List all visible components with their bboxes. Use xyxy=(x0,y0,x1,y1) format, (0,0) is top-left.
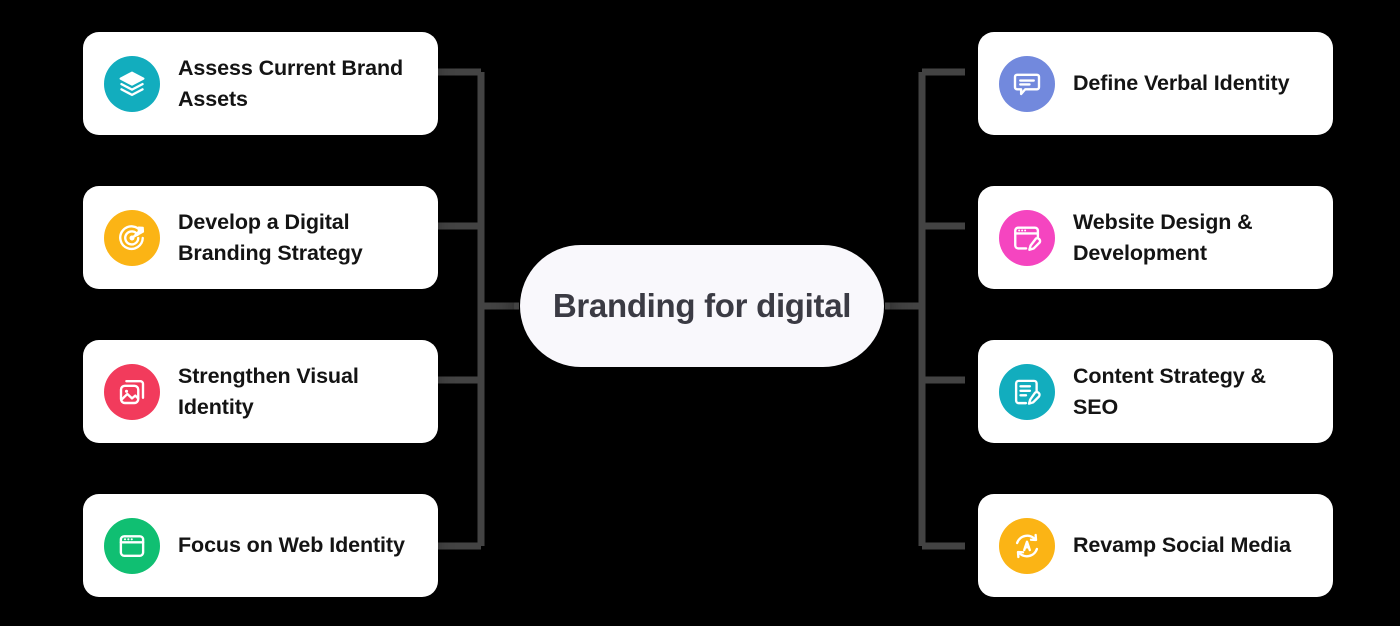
center-node-label: Branding for digital xyxy=(552,286,852,324)
image-gallery-icon xyxy=(104,363,160,420)
document-pencil-icon xyxy=(999,363,1055,420)
branch-card-label: Website Design & Development xyxy=(1073,209,1253,265)
branch-card-label: Content Strategy & SEO xyxy=(1073,363,1266,419)
refresh-a-icon xyxy=(999,517,1055,574)
branch-card-assess-current-brand-assets[interactable]: Assess Current Brand Assets xyxy=(83,32,438,135)
branch-card-strengthen-visual-identity[interactable]: Strengthen Visual Identity xyxy=(83,340,438,443)
target-dart-icon xyxy=(104,209,160,266)
branch-card-label: Revamp Social Media xyxy=(1073,533,1291,558)
branch-card-label: Strengthen Visual Identity xyxy=(178,363,359,419)
branch-card-revamp-social-media[interactable]: Revamp Social Media xyxy=(978,494,1333,597)
center-node-inner: Branding for digital xyxy=(520,245,884,367)
browser-window-icon xyxy=(104,517,160,574)
branch-card-focus-on-web-identity[interactable]: Focus on Web Identity xyxy=(83,494,438,597)
branch-card-label: Develop a Digital Branding Strategy xyxy=(178,209,363,265)
branch-card-label: Focus on Web Identity xyxy=(178,533,405,558)
branch-card-website-design-and-development[interactable]: Website Design & Development xyxy=(978,186,1333,289)
branch-card-label: Assess Current Brand Assets xyxy=(178,55,404,111)
branch-card-develop-a-digital-branding-strategy[interactable]: Develop a Digital Branding Strategy xyxy=(83,186,438,289)
layers-icon xyxy=(104,55,160,112)
branch-card-label: Define Verbal Identity xyxy=(1073,71,1290,96)
branch-card-define-verbal-identity[interactable]: Define Verbal Identity xyxy=(978,32,1333,135)
center-node[interactable]: Branding for digital xyxy=(514,239,890,373)
chat-bubble-icon xyxy=(999,55,1055,112)
branch-card-content-strategy-and-seo[interactable]: Content Strategy & SEO xyxy=(978,340,1333,443)
browser-pencil-icon xyxy=(999,209,1055,266)
